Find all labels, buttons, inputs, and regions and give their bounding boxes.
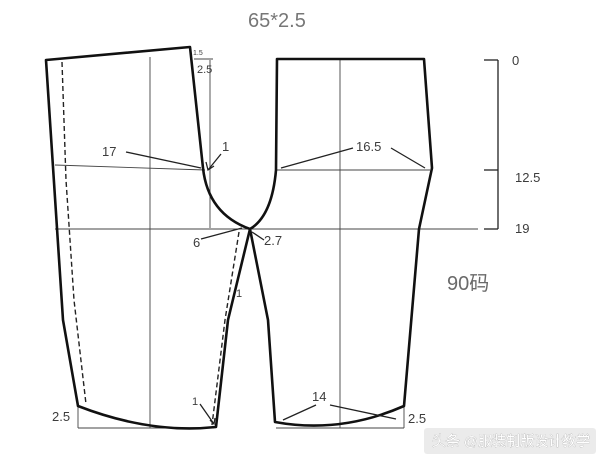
- front-crotch-leader: [200, 227, 243, 240]
- back-hem-leader-right: [329, 404, 397, 420]
- front-hem-notch-leader: [199, 403, 216, 426]
- scale-label-0: 0: [512, 53, 519, 68]
- back-crotch-measure: 2.7: [264, 233, 282, 248]
- waist-rise-measure: 2.5: [197, 64, 212, 76]
- front-piece-outline: [44, 45, 252, 430]
- front-hip-leader: [125, 151, 202, 169]
- inseam-mark: 1: [236, 288, 242, 300]
- back-piece-outline: [248, 57, 434, 427]
- back-hip-leader-right: [390, 147, 426, 169]
- watermark-backdrop: [424, 428, 596, 454]
- front-hip-line: [54, 164, 206, 171]
- back-hem-measure: 14: [312, 389, 326, 404]
- front-crotch-measure: 6: [193, 235, 200, 250]
- waist-tiny-measure: 1.5: [193, 50, 203, 57]
- back-hip-measure: 16.5: [356, 139, 381, 154]
- watermark-text: 头条 @服装制版设计教学: [432, 433, 590, 449]
- back-hip-leader-left: [280, 147, 354, 169]
- scale-label-12-5: 12.5: [515, 170, 540, 185]
- title-label: 65*2.5: [248, 10, 306, 32]
- front-side-stitch-line: [61, 61, 87, 405]
- back-crotch-leader: [251, 231, 265, 241]
- front-hem-measure: 2.5: [52, 409, 70, 424]
- back-hem-side-measure: 2.5: [408, 411, 426, 426]
- scale-label-19: 19: [515, 221, 529, 236]
- crotch-notch-measure: 1: [222, 139, 229, 154]
- back-hem-leader-left: [282, 404, 317, 421]
- crotch-notch-leader: [205, 153, 222, 172]
- size-label: 90码: [447, 273, 489, 295]
- front-hem-notch-measure: 1: [192, 396, 198, 408]
- front-inseam-stitch-line: [211, 231, 240, 426]
- front-hip-measure: 17: [102, 144, 116, 159]
